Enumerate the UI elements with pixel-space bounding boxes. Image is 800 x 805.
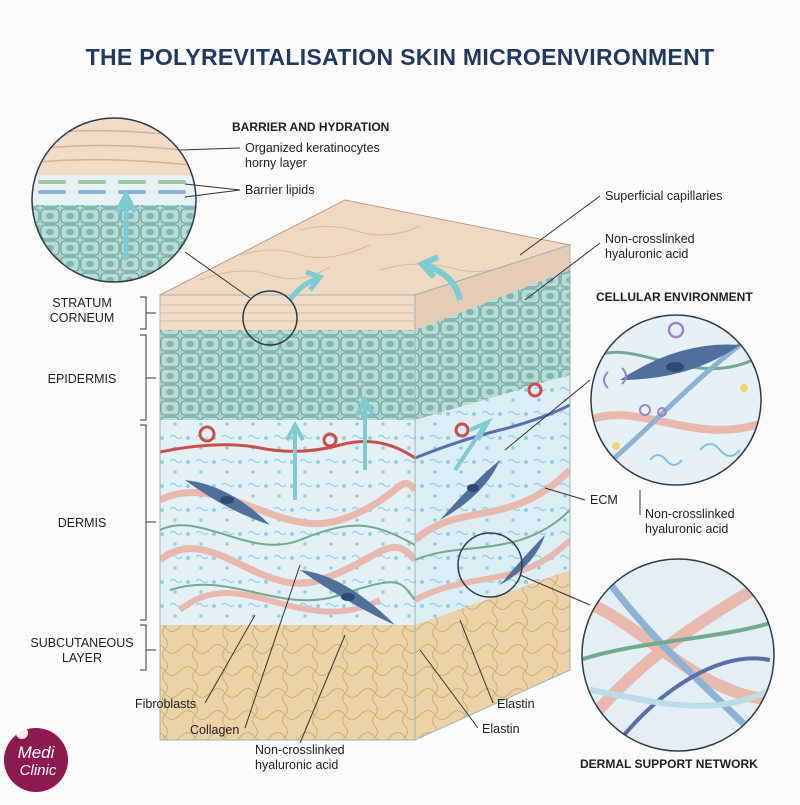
medi-clinic-logo: Medi Clinic (4, 727, 68, 792)
barrier-header: BARRIER AND HYDRATION (232, 120, 389, 134)
subcutaneous-label-1: SUBCUTANEOUS (30, 636, 133, 650)
subcutaneous-label-2: LAYER (62, 651, 102, 665)
nchl-bottom-label-2: hyaluronic acid (255, 758, 338, 772)
fibroblasts-label: Fibroblasts (135, 697, 196, 711)
nchl-mid-label-2: hyaluronic acid (645, 522, 728, 536)
front-face (160, 295, 415, 740)
side-face (415, 245, 570, 740)
nchl-mid-label-1: Non-crosslinked (645, 507, 735, 521)
keratinocytes-label-2: horny layer (245, 156, 307, 170)
elastin-lower-label: Elastin (482, 722, 520, 736)
zoom-circle-network (457, 532, 523, 598)
skin-block (159, 199, 572, 741)
nchl-bottom-label-1: Non-crosslinked (255, 743, 345, 757)
logo-text-1: Medi (18, 743, 56, 762)
stratum-label-1: STRATUM (52, 296, 112, 310)
nchl-top-label-2: hyaluronic acid (605, 247, 688, 261)
capillaries-label: Superficial capillaries (605, 189, 722, 203)
keratinocytes-label-1: Organized keratinocytes (245, 141, 380, 155)
subcutaneous-front (160, 625, 415, 740)
logo-text-2: Clinic (20, 762, 57, 779)
hydration-arrow (416, 254, 463, 301)
dermis-label: DERMIS (58, 516, 107, 530)
elastin-upper-label: Elastin (497, 697, 535, 711)
cellular-zoom (590, 314, 762, 486)
zoom-circle-barrier (242, 290, 298, 346)
epidermis-label: EPIDERMIS (48, 372, 117, 386)
barrier-lipids-label: Barrier lipids (245, 183, 314, 197)
nchl-top-label-1: Non-crosslinked (605, 232, 695, 246)
diagram-title: THE POLYREVITALISATION SKIN MICROENVIRON… (86, 44, 715, 70)
network-zoom (581, 558, 775, 752)
barrier-zoom (31, 117, 197, 283)
cellular-header: CELLULAR ENVIRONMENT (596, 290, 753, 304)
network-header: DERMAL SUPPORT NETWORK (580, 757, 758, 771)
epidermis-front (160, 330, 415, 420)
collagen-label: Collagen (190, 723, 239, 737)
layer-labels: STRATUM CORNEUM EPIDERMIS DERMIS SUBCUTA… (30, 296, 156, 671)
hydration-arrow (287, 269, 325, 302)
stratum-label-2: CORNEUM (50, 311, 115, 325)
ecm-label: ECM (590, 493, 618, 507)
